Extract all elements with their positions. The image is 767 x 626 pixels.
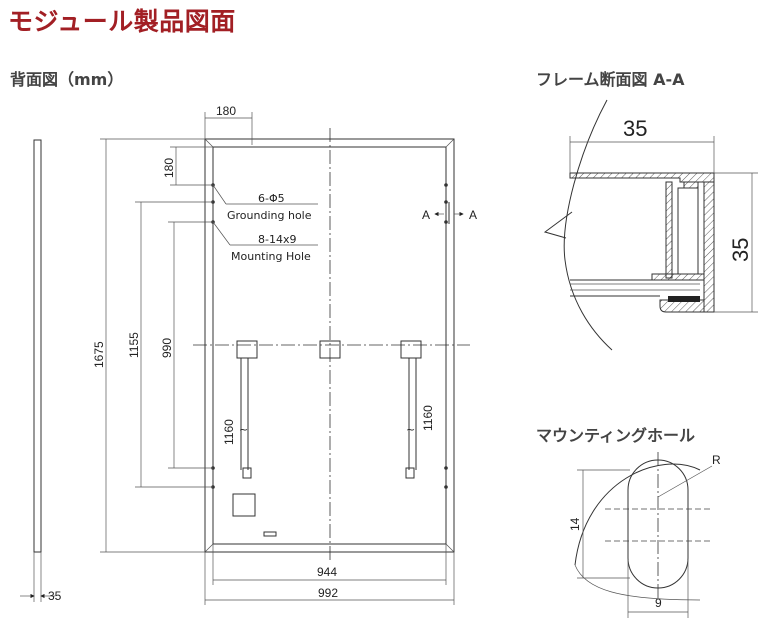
page-title: モジュール製品図面 — [8, 7, 236, 36]
frame-height-dim: 35 — [728, 238, 753, 262]
side-profile: 35 — [20, 139, 62, 603]
svg-text:~: ~ — [406, 423, 415, 436]
svg-text:~: ~ — [239, 423, 248, 436]
dim-1160-left: 1160 — [222, 419, 236, 445]
dim-944: 944 — [317, 565, 337, 579]
dim-944-group: 944 — [212, 544, 447, 585]
hole-height-dim: 14 — [568, 517, 582, 531]
section-a-marker: A A — [422, 202, 477, 224]
mounting-hole-heading: マウンティングホール — [536, 426, 696, 445]
dim-992-group: 992 — [204, 552, 455, 605]
dim-990-group: 990 — [160, 221, 213, 469]
dim-180-side-group: 180 — [162, 146, 213, 186]
ground-text: Grounding hole — [227, 209, 312, 222]
grounding-hole-callout: 6-Φ5 Grounding hole — [212, 184, 318, 222]
dim-180-top-group: 180 — [204, 104, 253, 145]
dim-180-side: 180 — [162, 158, 176, 178]
dim-992: 992 — [318, 586, 338, 600]
mount-code: 8-14x9 — [258, 233, 296, 246]
frame-section-heading: フレーム断面図 A-A — [536, 70, 685, 89]
dim-35-side: 35 — [48, 589, 62, 603]
radius-label: R — [712, 453, 721, 467]
dim-180-top: 180 — [216, 104, 236, 118]
dim-1160-right: 1160 — [421, 405, 435, 431]
hole-width-dim: 9 — [655, 596, 662, 610]
dim-1675: 1675 — [92, 341, 106, 368]
back-view-heading: 背面図（mm） — [10, 70, 124, 89]
dim-990: 990 — [160, 338, 174, 358]
ground-code: 6-Φ5 — [258, 192, 285, 205]
mounting-hole-callout: 8-14x9 Mounting Hole — [212, 221, 318, 263]
mounting-hole-detail: R 14 9 — [568, 452, 721, 618]
mount-text: Mounting Hole — [231, 250, 311, 263]
frame-section: 35 35 — [543, 99, 758, 351]
dim-1675-group: 1675 — [92, 138, 205, 553]
section-a-right: A — [469, 208, 477, 222]
frame-width-dim: 35 — [623, 116, 647, 141]
dim-1155-group: 1155 — [127, 201, 213, 488]
section-a-left: A — [422, 208, 430, 222]
back-view-module: ~ ~ — [193, 128, 470, 560]
dim-1155: 1155 — [127, 332, 141, 358]
